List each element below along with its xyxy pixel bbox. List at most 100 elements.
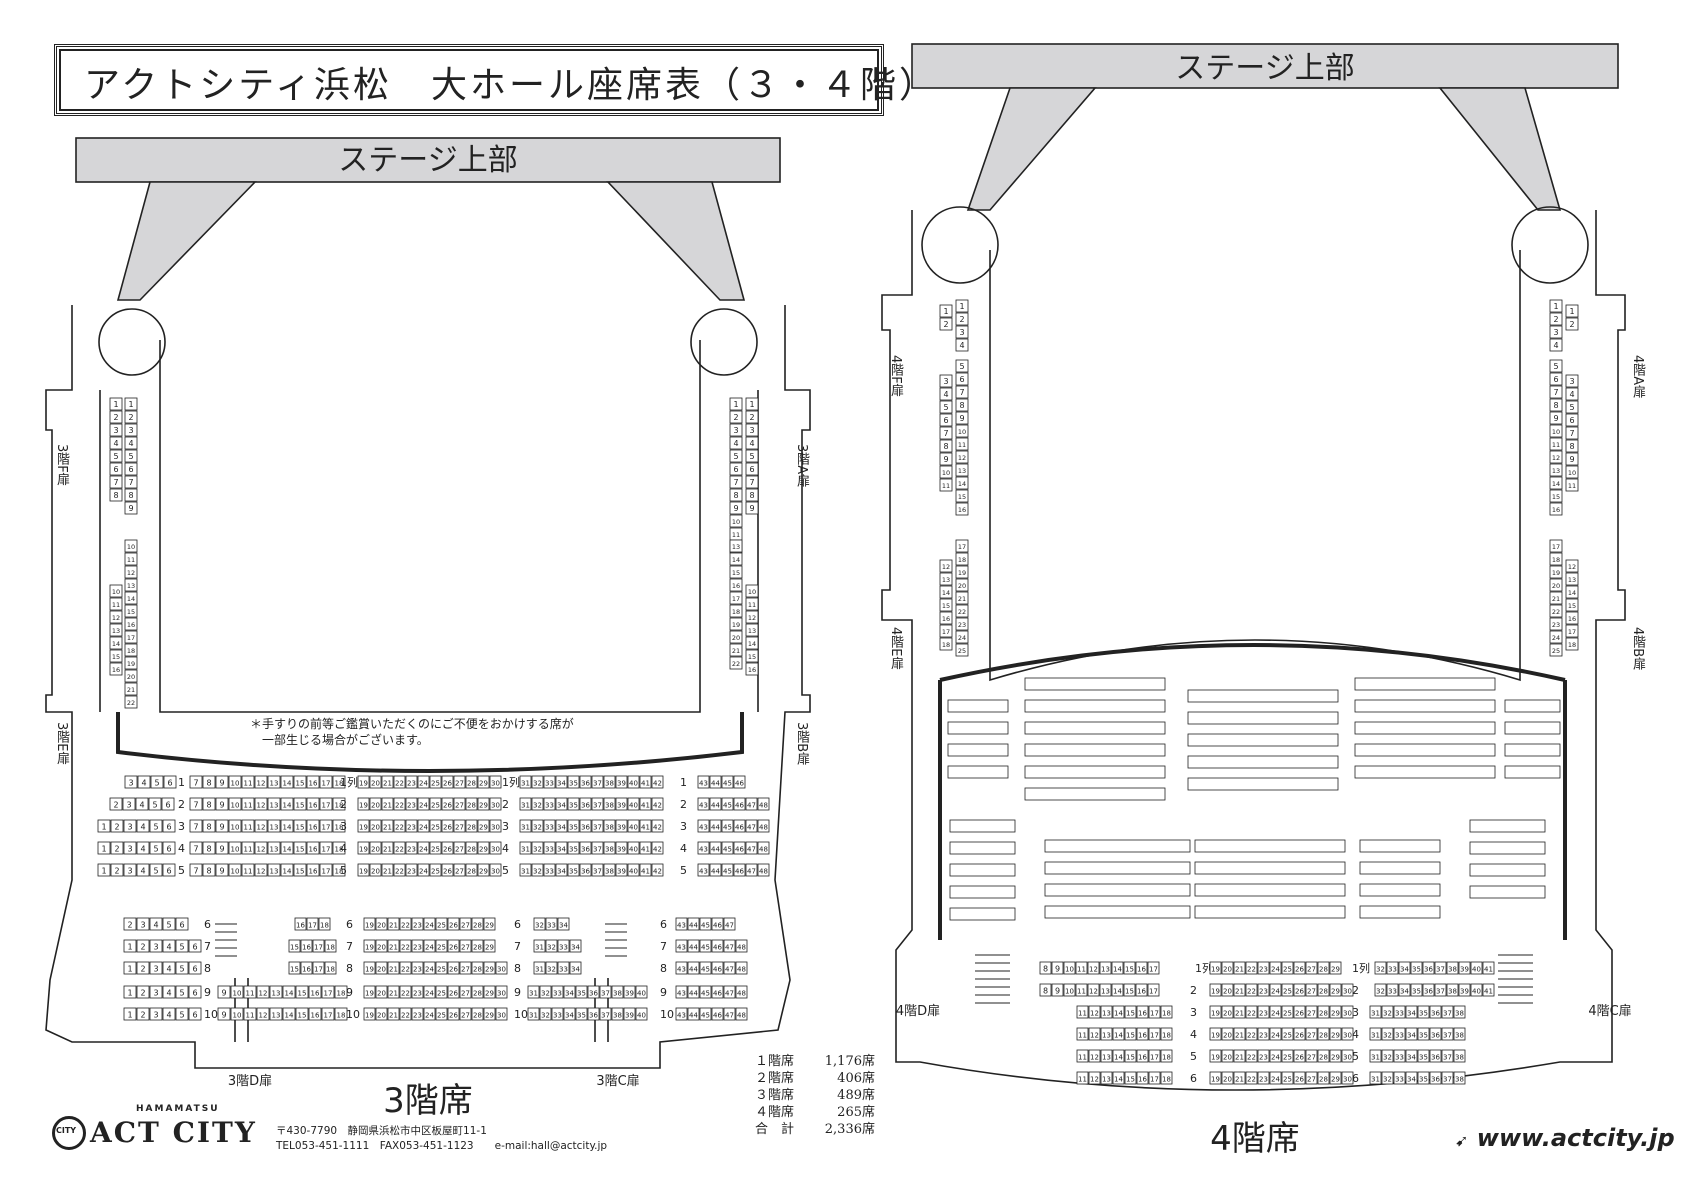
seat[interactable] [1281,1005,1294,1019]
seat[interactable] [495,985,508,999]
seat[interactable] [1453,1071,1466,1085]
seat[interactable] [729,565,743,579]
seat[interactable] [1441,1027,1454,1041]
seat[interactable] [375,939,388,953]
seat[interactable] [459,961,472,975]
seat[interactable] [109,462,123,476]
seat[interactable] [324,939,337,953]
seat[interactable] [136,863,150,877]
seat[interactable] [411,917,424,931]
seat[interactable] [1565,439,1579,453]
seat[interactable] [447,985,460,999]
seat[interactable] [519,797,532,811]
seat[interactable] [1293,1049,1306,1063]
seat[interactable] [319,841,333,855]
seat[interactable] [1160,1049,1173,1063]
seat[interactable] [489,797,502,811]
seat[interactable] [729,591,743,605]
seat[interactable] [599,985,612,999]
seat[interactable] [254,819,268,833]
seat[interactable] [381,841,394,855]
seat[interactable] [334,1007,348,1021]
seat[interactable] [393,819,406,833]
seat[interactable] [122,797,136,811]
seat[interactable] [745,488,759,502]
seat[interactable] [1269,1071,1282,1085]
seat[interactable] [627,841,640,855]
seat[interactable] [124,656,138,670]
seat[interactable] [603,863,616,877]
seat[interactable] [745,397,759,411]
seat[interactable] [1381,1071,1394,1085]
seat[interactable] [955,552,969,566]
seat[interactable] [1549,338,1563,352]
seat[interactable] [1341,1005,1354,1019]
seat[interactable] [1369,1049,1382,1063]
seat[interactable] [318,917,331,931]
seat[interactable] [1257,1005,1270,1019]
seat[interactable] [623,985,636,999]
seat[interactable] [332,775,346,789]
floor4-door-c[interactable]: 4階C扉 [1588,1003,1631,1019]
seat[interactable] [955,312,969,326]
seat[interactable] [441,775,454,789]
seat[interactable] [1549,424,1563,438]
seat[interactable] [1111,983,1124,997]
seat[interactable] [489,819,502,833]
seat[interactable] [124,617,138,631]
seat[interactable] [711,939,724,953]
seat[interactable] [745,662,759,676]
seat[interactable] [1100,1071,1113,1085]
seat[interactable] [189,841,203,855]
seat[interactable] [939,439,953,453]
seat[interactable] [243,985,257,999]
seat[interactable] [939,611,953,625]
seat[interactable] [465,819,478,833]
seat[interactable] [175,939,189,953]
seat[interactable] [729,656,743,670]
seat[interactable] [1221,1071,1234,1085]
seat[interactable] [955,325,969,339]
seat[interactable] [939,400,953,414]
seat[interactable] [363,917,376,931]
seat[interactable] [109,475,123,489]
seat[interactable] [729,552,743,566]
seat[interactable] [1482,983,1495,997]
seat[interactable] [435,1007,448,1021]
seat[interactable] [555,775,568,789]
seat[interactable] [1160,1071,1173,1085]
seat[interactable] [1329,1027,1342,1041]
seat[interactable] [723,961,736,975]
seat[interactable] [567,775,580,789]
seat[interactable] [411,961,424,975]
seat[interactable] [1398,961,1411,975]
seat[interactable] [733,797,746,811]
seat[interactable] [241,841,255,855]
seat[interactable] [543,797,556,811]
seat[interactable] [545,939,558,953]
seat[interactable] [1293,961,1306,975]
seat[interactable] [399,1007,412,1021]
seat[interactable] [721,819,734,833]
seat[interactable] [267,863,281,877]
seat[interactable] [228,775,242,789]
seat[interactable] [955,476,969,490]
seat[interactable] [1386,961,1399,975]
seat[interactable] [459,985,472,999]
seat[interactable] [429,863,442,877]
seat[interactable] [729,488,743,502]
seat[interactable] [136,939,150,953]
seat[interactable] [217,985,231,999]
seat[interactable] [939,598,953,612]
seat[interactable] [955,502,969,516]
seat[interactable] [293,863,307,877]
seat[interactable] [109,423,123,437]
seat[interactable] [369,775,382,789]
seat[interactable] [1393,1071,1406,1085]
seat[interactable] [123,917,137,931]
seat[interactable] [387,939,400,953]
seat[interactable] [615,841,628,855]
seat[interactable] [489,775,502,789]
seat[interactable] [531,841,544,855]
seat[interactable] [955,643,969,657]
